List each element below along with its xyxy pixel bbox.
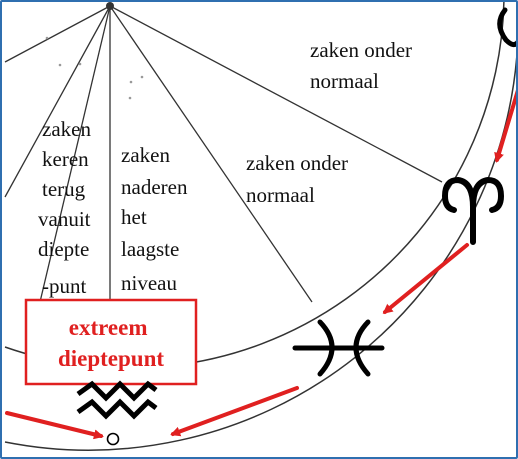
spoke-line <box>109 5 313 303</box>
arrow-right-edge <box>494 89 516 163</box>
segment-3-line: zaken onder <box>246 151 348 175</box>
starting-point-icon <box>106 432 120 446</box>
segment-3-line: normaal <box>246 183 315 207</box>
segment-1-line: keren <box>42 147 89 171</box>
spoke-line <box>39 5 111 303</box>
wheel-hub <box>106 2 114 10</box>
segment-2-line: zaken <box>121 143 170 167</box>
segment-3-text: zaken onder normaal <box>246 151 353 207</box>
segment-2-line: niveau <box>121 271 177 295</box>
partial-zodiac-glyph-icon <box>497 7 516 48</box>
spoke-line <box>4 5 111 63</box>
segment-4-text: zaken onder normaal <box>310 38 417 93</box>
arrow-pisces-to-point <box>170 386 299 437</box>
dot <box>140 75 144 79</box>
decorative-dots <box>45 36 144 100</box>
extreme-low-label: extreem dieptepunt <box>58 315 164 371</box>
segment-1-text: zaken keren terug vanuit diepte -punt <box>38 117 96 298</box>
extreme-low-line: extreem <box>69 315 148 340</box>
segment-2-line: het <box>121 205 147 229</box>
wheel-spokes <box>4 5 443 307</box>
segment-1-line: vanuit <box>38 207 91 231</box>
extreme-low-box <box>24 298 198 386</box>
spoke-line <box>4 5 111 198</box>
segment-4-line: zaken onder <box>310 38 412 62</box>
segment-4-line: normaal <box>310 69 379 93</box>
dot <box>45 36 49 40</box>
dot <box>129 80 133 84</box>
dot <box>58 63 62 67</box>
pisces-symbol-icon <box>292 319 385 377</box>
arrow-aries-to-pisces <box>382 243 469 314</box>
direction-arrows <box>5 89 516 440</box>
arrow-left-to-point <box>5 411 104 440</box>
segment-2-text: zaken naderen het laagste niveau <box>121 143 193 295</box>
aquarius-symbol-icon <box>76 380 158 420</box>
segment-1-line: terug <box>42 177 86 201</box>
dot <box>78 62 82 66</box>
aries-symbol-icon <box>441 176 505 245</box>
spoke-line <box>109 5 443 183</box>
extreme-low-line: dieptepunt <box>58 346 164 371</box>
segment-1-line: diepte <box>38 237 89 261</box>
segment-2-line: naderen <box>121 175 188 199</box>
segment-1-line: zaken <box>42 117 91 141</box>
dot <box>128 96 132 100</box>
segment-1-line: -punt <box>42 274 86 298</box>
segment-2-line: laagste <box>121 237 179 261</box>
